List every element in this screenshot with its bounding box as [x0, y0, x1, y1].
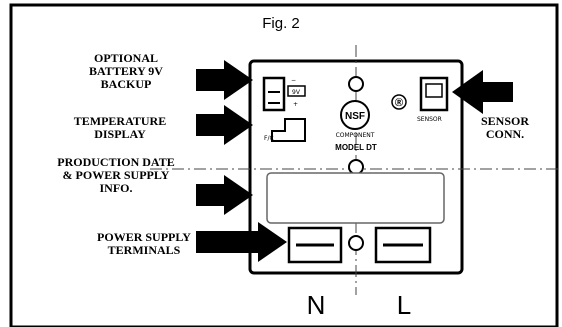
sensor-label-line-2: CONN.	[486, 127, 524, 141]
terminal-n-label: N	[307, 290, 326, 320]
production-label-line-2: & POWER SUPPLY	[63, 168, 170, 182]
battery-label-line-2: BATTERY 9V	[89, 64, 163, 78]
temperature-arrow	[196, 105, 253, 145]
production-label-line-3: INFO.	[100, 181, 133, 195]
power-arrow	[196, 222, 287, 262]
production-arrow	[196, 175, 253, 215]
nsf-text: NSF	[345, 111, 365, 122]
figure-frame	[9, 3, 559, 327]
terminal-n	[287, 226, 343, 264]
sensor-label: SENSOR CONN.	[481, 114, 529, 141]
power-label: POWER SUPPLY TERMINALS	[97, 230, 191, 257]
battery-label-line-1: OPTIONAL	[94, 51, 158, 65]
mounting-hole-middle	[348, 159, 364, 175]
terminal-l	[374, 226, 432, 264]
battery-label-line-3: BACKUP	[101, 77, 152, 91]
battery-mark: 9V	[292, 89, 301, 96]
battery-arrow	[196, 60, 253, 100]
fc-label: F/C	[264, 135, 274, 142]
temperature-label-line-1: TEMPERATURE	[74, 114, 166, 128]
sensor-label-line-1: SENSOR	[481, 114, 529, 128]
model-text: MODEL DT	[335, 143, 377, 152]
power-label-line-1: POWER SUPPLY	[97, 230, 191, 244]
temperature-label: TEMPERATURE DISPLAY	[74, 114, 166, 141]
sensor-arrow	[452, 70, 513, 114]
temperature-display-symbol	[271, 118, 306, 142]
terminal-l-label: L	[397, 290, 411, 320]
battery-symbol	[287, 85, 306, 97]
production-label: PRODUCTION DATE & POWER SUPPLY INFO.	[57, 155, 174, 195]
component-text: COMPONENT	[336, 132, 375, 139]
ur-mark-glyph: Ⓡ	[395, 97, 403, 107]
battery-plus-sign: +	[293, 101, 298, 108]
battery-label: OPTIONAL BATTERY 9V BACKUP	[89, 51, 163, 91]
sensor-connector	[419, 76, 449, 112]
production-label-line-1: PRODUCTION DATE	[57, 155, 174, 169]
nsf-logo	[340, 100, 370, 130]
power-label-line-2: TERMINALS	[108, 243, 181, 257]
mounting-hole-bottom	[348, 235, 364, 251]
sensor-tag: SENSOR	[417, 116, 442, 123]
production-info-panel	[266, 172, 445, 224]
ur-mark-icon	[391, 94, 407, 110]
mounting-hole-top	[348, 76, 364, 92]
figure-title: Fig. 2	[262, 15, 300, 32]
battery-minus-sign: −	[291, 77, 296, 84]
battery-connector	[262, 76, 286, 112]
temperature-label-line-2: DISPLAY	[94, 127, 146, 141]
